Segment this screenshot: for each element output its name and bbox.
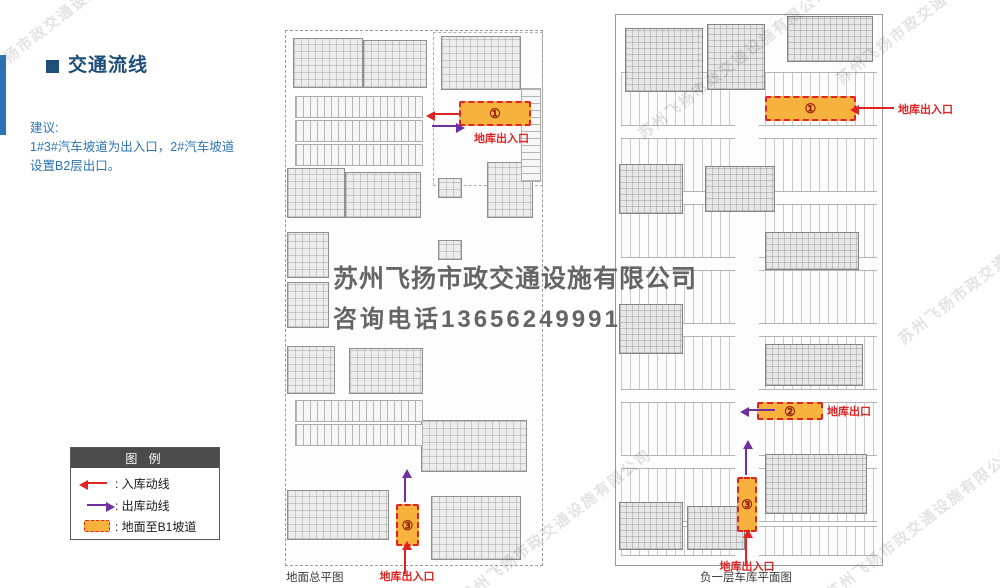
parking-hatch	[295, 96, 423, 118]
suggestion-line: 1#3#汽车坡道为出入口，2#汽车坡道	[30, 140, 235, 154]
ramp-number: ③	[741, 497, 753, 512]
legend-item-label: : 地面至B1坡道	[115, 519, 197, 534]
core-block	[619, 502, 683, 550]
building-block	[287, 346, 335, 394]
basement-plan: ① 地库出入口 ② 地库出口 ③ 地库出入口	[615, 14, 1000, 574]
legend: 图 例 : 入库动线 : 出库动线 : 地面至B1坡道	[70, 447, 220, 540]
building-block	[421, 420, 527, 472]
building-block	[287, 168, 345, 218]
legend-item-exit: : 出库动线	[79, 497, 170, 513]
ramp-marker-2: ②	[757, 402, 823, 420]
building-block	[487, 162, 533, 218]
building-block	[438, 240, 462, 260]
legend-symbol	[79, 501, 115, 512]
building-block	[349, 348, 423, 394]
ramp-label: 地库出入口	[898, 104, 953, 116]
suggestion-line: 设置B2层出口。	[30, 159, 121, 173]
suggestion: 建议: 1#3#汽车坡道为出入口，2#汽车坡道 设置B2层出口。	[30, 119, 234, 176]
ramp-number: ③	[401, 517, 414, 533]
core-block	[619, 304, 683, 354]
parking-hatch	[295, 144, 423, 166]
core-block	[765, 454, 867, 514]
ramp-number: ①	[489, 106, 501, 121]
building-block	[441, 36, 521, 90]
ramp-label: 地库出入口	[719, 561, 775, 573]
parking-hatch	[295, 424, 423, 446]
building-block	[345, 172, 421, 218]
building-block	[438, 178, 462, 198]
legend-title: 图 例	[71, 448, 219, 468]
ramp-number: ②	[784, 403, 796, 419]
building-block	[431, 496, 521, 560]
suggestion-label: 建议:	[30, 121, 59, 135]
ground-plan: ① 地库出入口 ③ 地库出入口	[283, 28, 575, 583]
ramp-marker-3: ③	[396, 504, 419, 546]
entry-arrow-icon	[79, 479, 107, 490]
building-block	[293, 38, 363, 88]
ramp-label: 地库出入口	[379, 571, 435, 583]
basement-plan-caption: 负一层车库平面图	[700, 572, 792, 584]
legend-symbol	[79, 520, 115, 532]
core-block	[687, 506, 745, 550]
ground-plan-caption: 地面总平图	[286, 572, 344, 584]
parking-hatch	[295, 400, 423, 422]
exit-arrow-icon	[87, 501, 115, 512]
ramp-marker-1: ①	[765, 96, 856, 121]
core-block	[765, 344, 863, 386]
legend-item-label: : 入库动线	[115, 476, 170, 491]
building-block	[287, 282, 329, 328]
building-block	[363, 40, 427, 88]
core-block	[787, 16, 873, 62]
core-block	[705, 166, 775, 212]
legend-symbol	[79, 479, 115, 490]
ramp-swatch-icon	[84, 520, 110, 532]
title-bullet-icon	[46, 60, 59, 73]
legend-item-label: : 出库动线	[115, 498, 170, 513]
ramp-number: ①	[804, 101, 817, 116]
drive-aisle	[735, 26, 759, 560]
core-block	[619, 164, 683, 214]
building-block	[287, 490, 389, 540]
page-title: 交通流线	[68, 55, 149, 76]
ramp-label: 地库出口	[827, 406, 871, 418]
core-block	[707, 24, 765, 90]
legend-item-entry: : 入库动线	[79, 475, 170, 491]
ramp-marker-3: ③	[737, 477, 757, 532]
building-block	[287, 232, 329, 278]
left-accent-bar	[0, 55, 6, 135]
ramp-marker-1: ①	[459, 101, 531, 126]
core-block	[765, 232, 859, 270]
legend-item-ramp: : 地面至B1坡道	[79, 518, 196, 534]
parking-hatch	[295, 120, 423, 142]
ramp-label: 地库出入口	[474, 133, 529, 145]
core-block	[625, 28, 703, 92]
